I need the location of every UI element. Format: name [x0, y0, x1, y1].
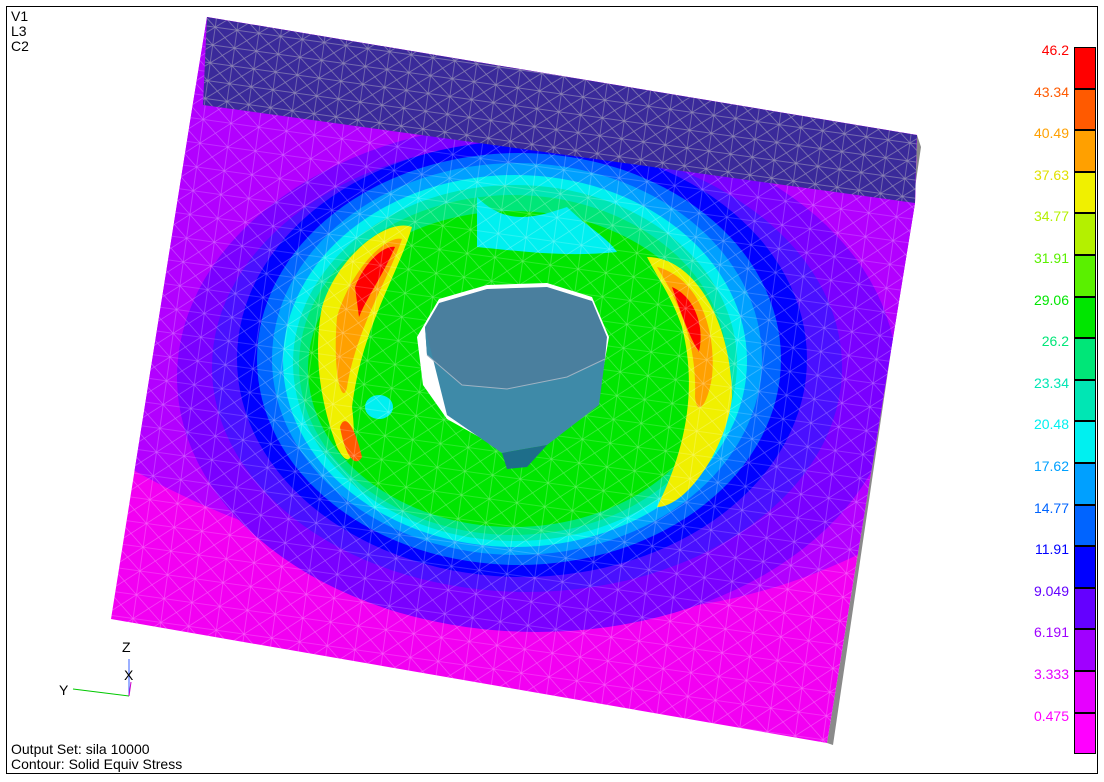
legend-value: 6.191	[1033, 624, 1069, 641]
legend-value: 34.77	[1033, 208, 1069, 225]
legend-swatch	[1074, 629, 1096, 671]
legend-swatch	[1074, 421, 1096, 463]
legend-value: 43.34	[1033, 83, 1069, 100]
axis-x-label: X	[124, 667, 134, 683]
legend-value: 37.63	[1033, 166, 1069, 183]
legend-value: 23.34	[1033, 374, 1069, 391]
legend-value: 26.2	[1041, 333, 1069, 350]
legend-swatch	[1074, 338, 1096, 380]
legend-value: 17.62	[1033, 458, 1069, 474]
legend-swatch	[1074, 379, 1096, 422]
legend-swatch	[1074, 296, 1096, 339]
axis-z-label: Z	[122, 639, 131, 655]
legend-swatch	[1074, 546, 1096, 588]
legend-swatch	[1074, 255, 1096, 297]
legend-value: 0.475	[1033, 707, 1069, 724]
legend-swatch	[1074, 47, 1096, 89]
legend-value: 20.48	[1033, 416, 1069, 433]
contour-legend: 46.2 43.34 40.49 37.63 34.77 31.91 29.06 26.2 23…	[1007, 43, 1097, 755]
axis-y-label: Y	[59, 682, 69, 698]
legend-swatch	[1074, 712, 1096, 755]
view-line: V1	[11, 8, 29, 24]
legend-value: 14.77	[1033, 499, 1069, 516]
legend-value: 3.333	[1033, 666, 1069, 682]
legend-swatch	[1074, 504, 1096, 547]
contour-label: Contour: Solid Equiv Stress	[11, 756, 183, 772]
legend-swatch	[1074, 171, 1096, 214]
graphics-window[interactable]: V1 L3 C2	[6, 6, 1098, 774]
legend-swatch	[1074, 463, 1096, 505]
legend-value: 46.2	[1041, 42, 1069, 58]
legend-value: 29.06	[1033, 291, 1069, 308]
legend-swatch	[1074, 213, 1096, 255]
hole	[417, 283, 609, 469]
contour-model[interactable]: Z X Y	[7, 7, 1097, 773]
view-line: L3	[11, 23, 27, 39]
legend-value: 40.49	[1033, 125, 1069, 142]
footer-info: Output Set: sila 10000 Contour: Solid Eq…	[11, 742, 182, 772]
output-set-label: Output Set: sila 10000	[11, 741, 150, 757]
legend-value: 11.91	[1035, 541, 1069, 558]
legend-swatch	[1074, 671, 1096, 713]
view-line: C2	[11, 38, 29, 54]
view-info: V1 L3 C2	[11, 9, 29, 54]
legend-value: 31.91	[1033, 250, 1069, 266]
legend-swatch	[1074, 587, 1096, 630]
legend-value: 9.049	[1033, 582, 1069, 599]
axis-triad: Z X Y	[59, 639, 134, 698]
legend-swatch	[1074, 88, 1096, 131]
legend-swatch	[1074, 130, 1096, 172]
